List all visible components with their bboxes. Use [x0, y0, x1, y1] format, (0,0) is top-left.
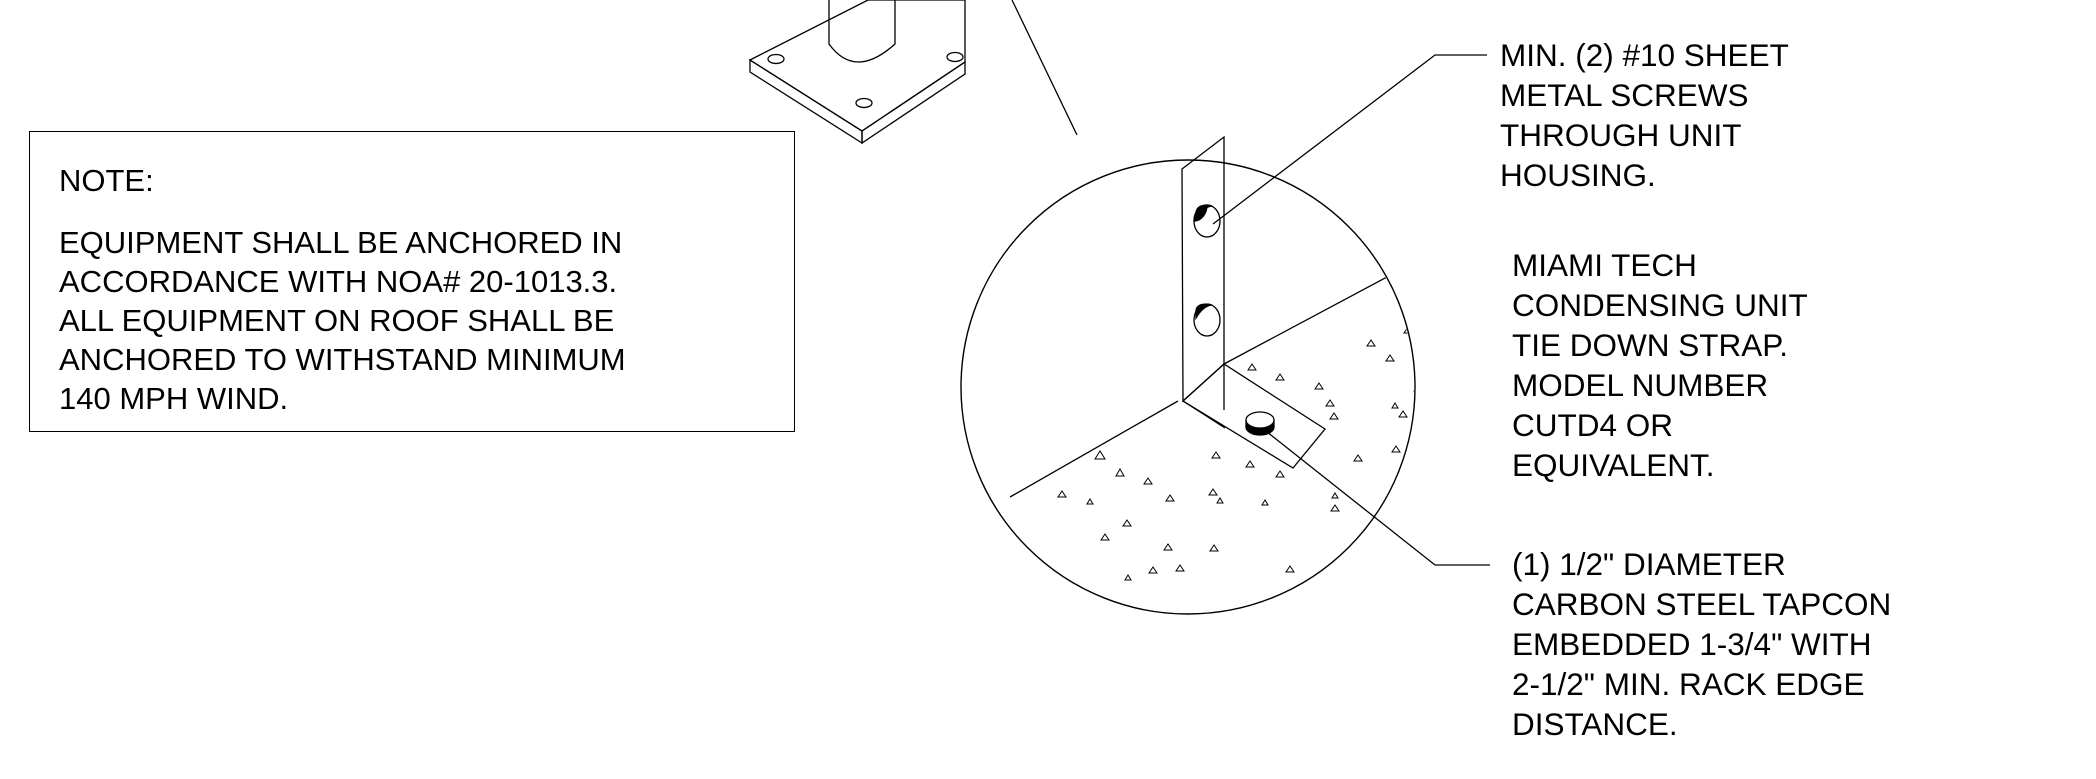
callout-line: CUTD4 OR: [1512, 407, 1674, 443]
callout-line: MIN. (2) #10 SHEET: [1500, 37, 1789, 73]
sheet-metal-screw-upper: [1193, 204, 1221, 238]
callout-line: 2-1/2" MIN. RACK EDGE: [1512, 666, 1865, 702]
callout-tapcon-anchor: (1) 1/2" DIAMETER CARBON STEEL TAPCON EM…: [1512, 544, 1891, 744]
callout-line: EQUIVALENT.: [1512, 447, 1715, 483]
sheet-metal-screw-lower: [1193, 303, 1221, 337]
tie-down-strap: [1181, 135, 1326, 469]
callout-line: CONDENSING UNIT: [1512, 287, 1808, 323]
note-line: 140 MPH WIND.: [59, 381, 289, 416]
concrete-hatch: [1057, 326, 1414, 581]
callout-line: THROUGH UNIT: [1500, 117, 1742, 153]
note-line: ACCORDANCE WITH NOA# 20-1013.3.: [59, 264, 618, 299]
callout-line: MIAMI TECH: [1512, 247, 1697, 283]
note-box: [29, 131, 795, 432]
note-line: ALL EQUIPMENT ON ROOF SHALL BE: [59, 303, 615, 338]
callout-line: MODEL NUMBER: [1512, 367, 1769, 403]
note-title: NOTE:: [59, 163, 154, 198]
callout-line: EMBEDDED 1-3/4" WITH: [1512, 626, 1872, 662]
callout-line: TIE DOWN STRAP.: [1512, 327, 1788, 363]
callout-sheet-metal-screws: MIN. (2) #10 SHEET METAL SCREWS THROUGH …: [1500, 35, 1789, 195]
callout-tie-down-strap: MIAMI TECH CONDENSING UNIT TIE DOWN STRA…: [1512, 245, 1808, 485]
callout-line: (1) 1/2" DIAMETER: [1512, 546, 1786, 582]
note-line: ANCHORED TO WITHSTAND MINIMUM: [59, 342, 626, 377]
note-body: EQUIPMENT SHALL BE ANCHORED IN ACCORDANC…: [59, 223, 626, 418]
post-base-plate: [748, 0, 966, 145]
concrete-base: [1009, 253, 1414, 581]
tapcon-leader-line: [1261, 427, 1490, 566]
detail-circle: [960, 159, 1416, 615]
callout-line: HOUSING.: [1500, 157, 1656, 193]
callout-line: METAL SCREWS: [1500, 77, 1749, 113]
callout-line: CARBON STEEL TAPCON: [1512, 586, 1892, 622]
tapcon-anchor: [1245, 411, 1275, 436]
screws-leader-line: [1212, 54, 1487, 225]
note-line: EQUIPMENT SHALL BE ANCHORED IN: [59, 225, 623, 260]
detail-leader-line: [1011, 0, 1078, 136]
callout-line: DISTANCE.: [1512, 706, 1678, 742]
